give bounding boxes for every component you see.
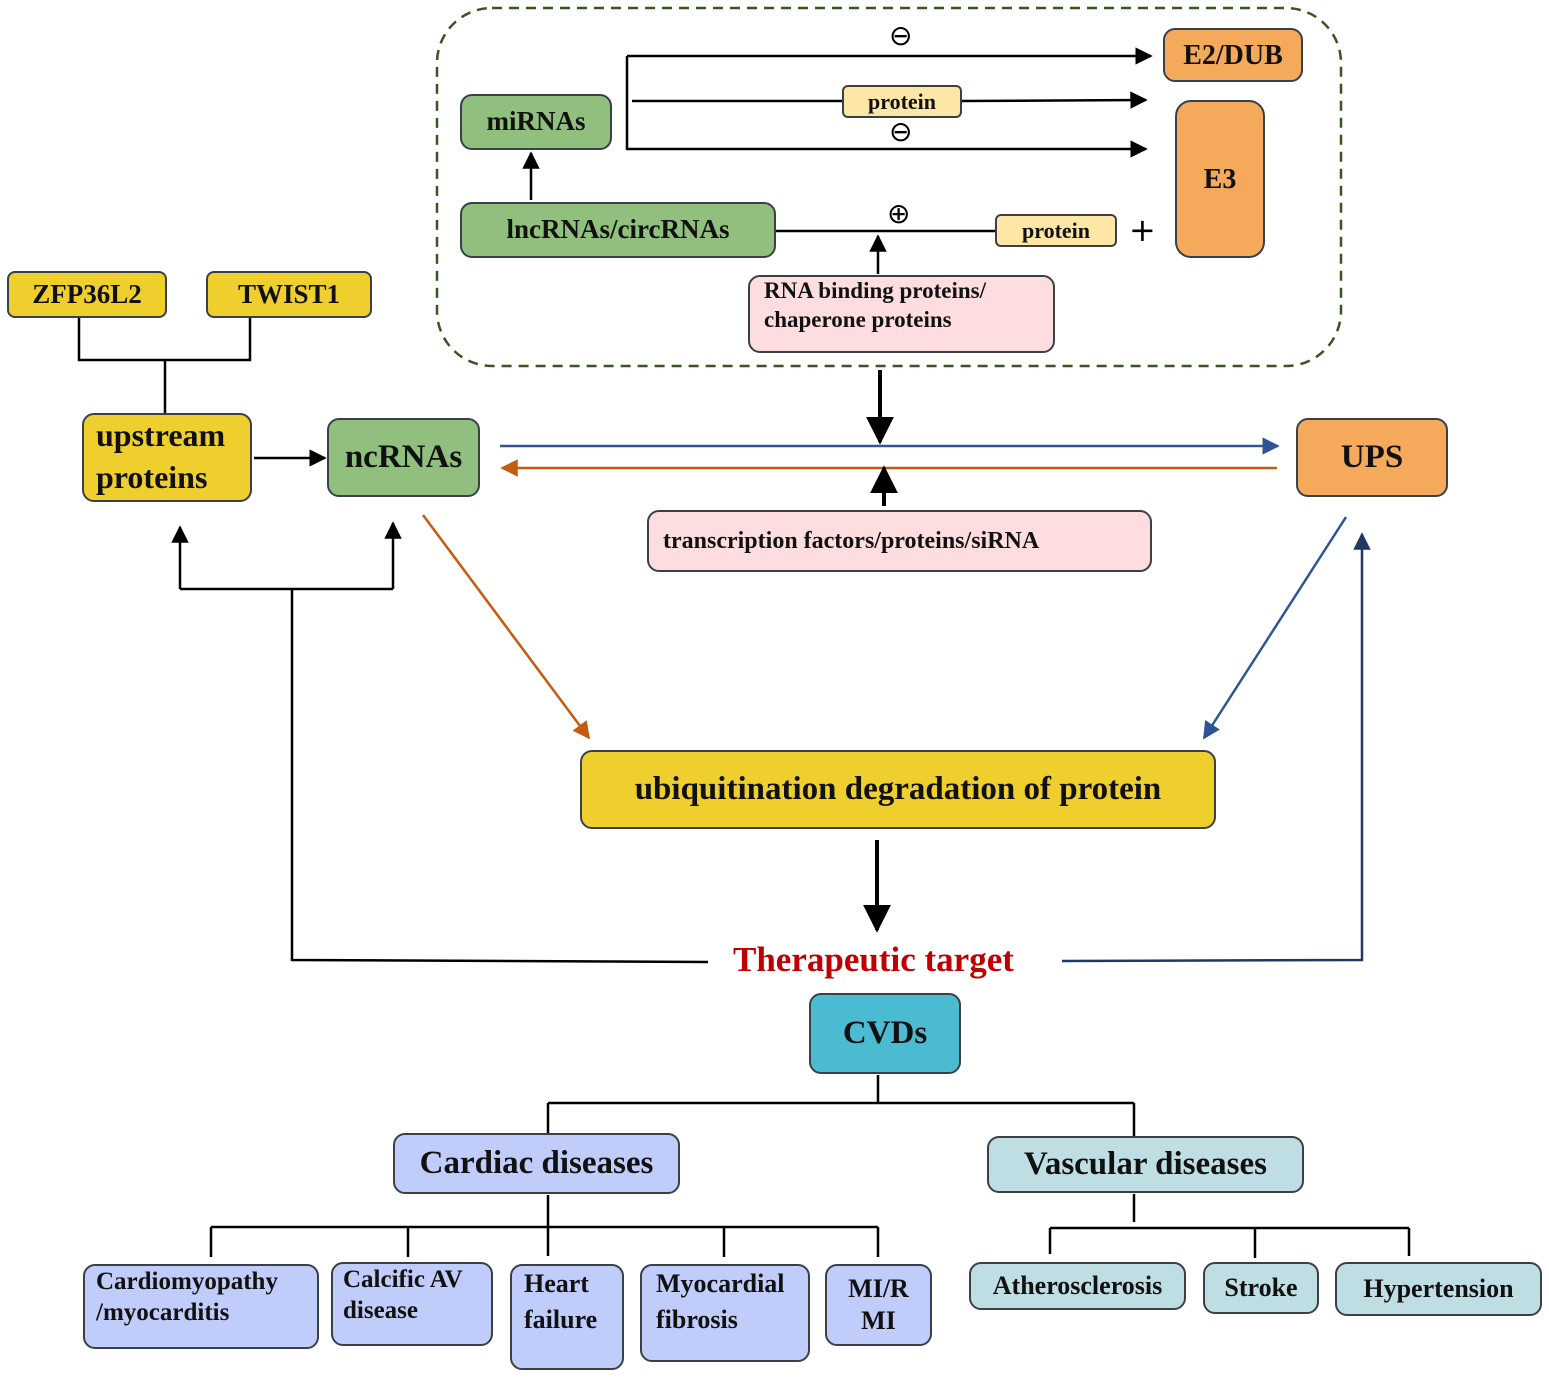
mechanism-region — [435, 6, 1343, 368]
cardiac-tree — [209, 1195, 880, 1257]
cardiac-diseases-node: Cardiac diseases — [393, 1133, 680, 1194]
loop-therapeutic-right — [1061, 532, 1371, 963]
vascular-item-stroke: Stroke — [1203, 1262, 1319, 1314]
cardiomyopathy-line-1: Cardiomyopathy — [96, 1268, 278, 1295]
protein-middle-node: protein — [842, 85, 962, 118]
lncrnas-circrnas-node: lncRNAs/circRNAs — [460, 202, 776, 258]
cvds-tree — [546, 1075, 1136, 1136]
vascular-item-hypertension: Hypertension — [1335, 1262, 1542, 1316]
upstream-bracket — [77, 318, 252, 413]
cardiomyopathy-line-2: /myocarditis — [96, 1299, 230, 1327]
myocardial-line-2: fibrosis — [656, 1305, 738, 1335]
mi-line-1: MI/R — [848, 1273, 909, 1303]
heart-line-1: Heart — [524, 1269, 589, 1298]
minus-circle-bottom-icon: ⊖ — [889, 115, 913, 148]
vascular-tree — [1048, 1194, 1411, 1258]
mirnas-node: miRNAs — [460, 94, 612, 150]
cvds-node: CVDs — [809, 993, 961, 1074]
calcific-line-2: disease — [343, 1297, 418, 1325]
plus-circle-icon: ⊕ — [887, 197, 911, 230]
e2-dub-node: E2/DUB — [1163, 28, 1303, 82]
e3-node: E3 — [1175, 100, 1265, 258]
rna-binding-proteins-node: RNA binding proteins/ chaperone proteins — [748, 275, 1055, 353]
cardiac-item-heart-failure: Heart failure — [510, 1264, 624, 1370]
minus-circle-top-icon: ⊖ — [889, 19, 913, 52]
arrow-ups-to-ubiq — [1202, 516, 1348, 740]
heart-line-2: failure — [524, 1305, 598, 1335]
calcific-line-1: Calcific AV — [343, 1266, 463, 1293]
plus-icon: + — [1129, 211, 1156, 249]
vascular-item-atherosclerosis: Atherosclerosis — [969, 1262, 1186, 1310]
cardiac-item-cardiomyopathy: Cardiomyopathy /myocarditis — [83, 1264, 319, 1349]
upstream-line-1: upstream — [96, 417, 226, 453]
myocardial-line-1: Myocardial — [656, 1269, 785, 1298]
arrow-ncrnas-to-ubiq — [421, 514, 591, 740]
zfp36l2-node: ZFP36L2 — [7, 271, 167, 318]
upstream-proteins-node: upstream proteins — [82, 413, 252, 502]
cardiac-item-mi: MI/R MI — [825, 1264, 932, 1346]
ncrnas-node: ncRNAs — [327, 418, 480, 497]
rbp-line-2: chaperone proteins — [764, 306, 952, 332]
cardiac-item-calcific-av: Calcific AV disease — [331, 1262, 493, 1346]
transcription-factors-node: transcription factors/proteins/siRNA — [647, 510, 1152, 572]
ups-node: UPS — [1296, 418, 1448, 497]
protein-right-node: protein — [995, 214, 1117, 247]
twist1-node: TWIST1 — [206, 271, 372, 318]
upstream-line-2: proteins — [96, 458, 208, 495]
loop-therapeutic-left — [290, 589, 709, 964]
vascular-diseases-node: Vascular diseases — [987, 1136, 1304, 1193]
rbp-line-1: RNA binding proteins/ — [764, 278, 986, 303]
therapeutic-target-label: Therapeutic target — [733, 940, 1014, 979]
arrow-protein-to-e3 — [961, 91, 1148, 109]
mi-line-2: MI — [861, 1306, 896, 1335]
ubiquitination-degradation-node: ubiquitination degradation of protein — [580, 750, 1216, 829]
cardiac-item-myocardial-fibrosis: Myocardial fibrosis — [640, 1264, 810, 1362]
